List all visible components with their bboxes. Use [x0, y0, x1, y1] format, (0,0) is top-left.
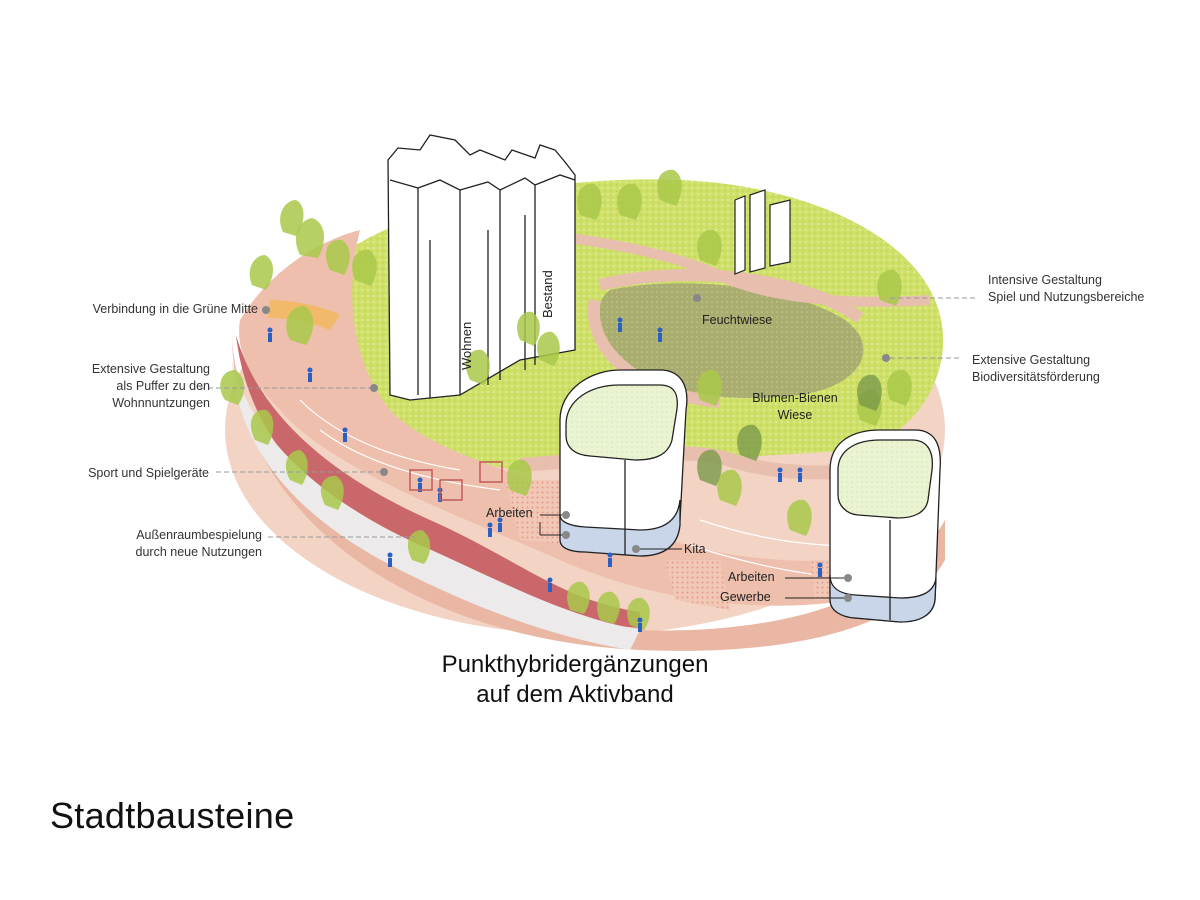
section-title: Stadtbausteine [50, 795, 295, 836]
people [267, 317, 823, 632]
label-extensive-puffer-line1: Extensive Gestaltung [91, 362, 210, 376]
caption-line1: Punkthybridergänzungen [441, 651, 709, 678]
label-arbeiten-1: Arbeiten [486, 506, 533, 520]
label-wohnen: Wohnen [459, 321, 474, 370]
label-feuchtwiese: Feuchtwiese [702, 313, 773, 327]
label-aussenraum: Außenraumbespielung durch neue Nutzungen [20, 527, 262, 561]
label-extensive-bio: Extensive Gestaltung Biodiversitätsförde… [972, 352, 1172, 386]
label-extensive-puffer-line3: Wohnnuntzungen [112, 396, 210, 410]
trees [220, 169, 912, 630]
hybrid-building-1 [559, 369, 688, 557]
inner-leaders [539, 514, 844, 599]
label-arbeiten-2: Arbeiten [728, 570, 775, 584]
label-intensive: Intensive Gestaltung Spiel und Nutzungsb… [988, 272, 1188, 306]
label-extensive-bio-line1: Extensive Gestaltung [972, 353, 1091, 367]
diagram-caption: Punkthybridergänzungen auf dem Aktivband [330, 650, 820, 710]
label-intensive-line1: Intensive Gestaltung [988, 273, 1102, 287]
dark-trees [697, 374, 882, 486]
label-extensive-puffer-line2: als Puffer zu den [116, 379, 210, 393]
label-extensive-puffer: Extensive Gestaltung als Puffer zu den W… [20, 361, 210, 412]
label-kita: Kita [684, 542, 706, 556]
label-blumen-line2: Wiese [777, 408, 813, 422]
leader-lines [200, 297, 975, 538]
label-blumen-line1: Blumen-Bienen [752, 391, 838, 405]
leader-dots [262, 294, 890, 602]
label-aussenraum-line1: Außenraumbespielung [136, 528, 262, 542]
label-verbindung: Verbindung in die Grüne Mitte [92, 302, 258, 316]
label-gewerbe: Gewerbe [720, 590, 771, 604]
label-intensive-line2: Spiel und Nutzungsbereiche [988, 290, 1145, 304]
label-bestand: Bestand [540, 270, 555, 318]
sport-equipment [409, 461, 503, 501]
label-sport: Sport und Spielgeräte [88, 466, 209, 480]
hybrid-building-2 [829, 429, 941, 623]
caption-line2: auf dem Aktivband [476, 681, 674, 708]
label-aussenraum-line2: durch neue Nutzungen [135, 545, 262, 559]
label-extensive-bio-line2: Biodiversitätsförderung [972, 370, 1100, 384]
bg-towers [734, 189, 791, 275]
label-blumen-bienen: Blumen-Bienen Wiese [745, 390, 845, 424]
